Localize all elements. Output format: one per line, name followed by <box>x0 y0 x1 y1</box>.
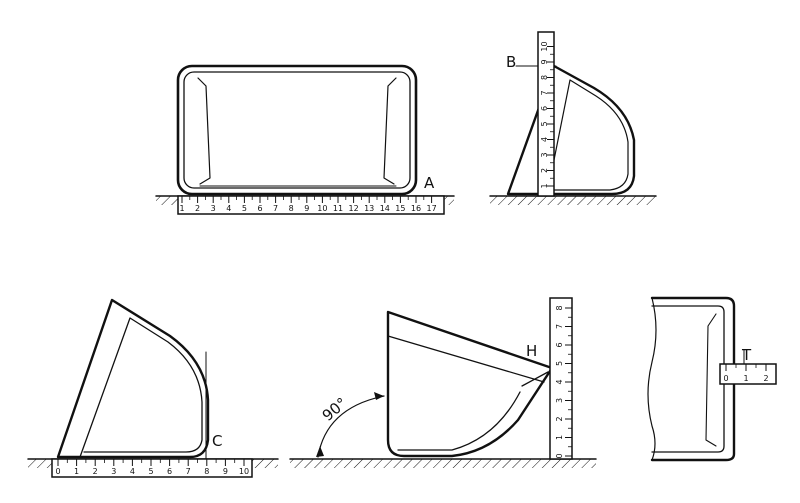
angle-label-h: 90° <box>319 394 351 425</box>
object-profile-b <box>506 64 636 196</box>
ruler-tick-label: 5 <box>540 121 549 126</box>
ruler-tick-label: 15 <box>395 204 405 213</box>
ruler-tick-label: 9 <box>540 59 549 64</box>
ruler-tick-label: 6 <box>167 467 172 476</box>
side-panel-right-a <box>383 77 397 185</box>
figure-t: 0 1 2 T <box>647 296 777 462</box>
ruler-tick-label: 0 <box>723 374 728 383</box>
ruler-tick-label: 3 <box>211 204 216 213</box>
figure-b: 1 2 3 4 5 6 7 8 9 10 B <box>489 31 657 205</box>
figure-c: 0 1 2 3 4 5 6 7 8 9 10 C <box>27 298 279 478</box>
ruler-tick-label: 17 <box>427 204 437 213</box>
ruler-c <box>51 458 253 478</box>
ruler-tick-label: 13 <box>364 204 374 213</box>
ground-hatch-b <box>490 196 656 205</box>
ruler-tick-label: 6 <box>555 342 564 347</box>
ruler-tick-label: 10 <box>540 41 549 51</box>
ruler-tick-label: 11 <box>333 204 343 213</box>
ruler-tick-label: 1 <box>743 374 748 383</box>
ruler-tick-label: 9 <box>223 467 228 476</box>
ruler-tick-label: 12 <box>349 204 359 213</box>
ruler-tick-label: 3 <box>111 467 116 476</box>
ruler-tick-label: 16 <box>411 204 421 213</box>
ruler-tick-label: 7 <box>273 204 278 213</box>
object-section-inner-t <box>651 305 725 453</box>
angle-arrow-h-2 <box>374 392 384 400</box>
ruler-h <box>549 297 573 460</box>
object-profile-inner-h <box>387 335 549 451</box>
ruler-tick-label: 4 <box>226 204 231 213</box>
ruler-tick-label: 0 <box>55 467 60 476</box>
ruler-tick-label: 10 <box>317 204 327 213</box>
ruler-tick-label: 7 <box>186 467 191 476</box>
side-panel-left-a <box>197 77 211 185</box>
ruler-tick-label: 10 <box>239 467 249 476</box>
object-profile-inner-c <box>79 317 203 458</box>
ruler-tick-label: 2 <box>763 374 768 383</box>
inner-panel-t <box>705 313 717 447</box>
ruler-tick-label: 2 <box>195 204 200 213</box>
ruler-tick-label: 8 <box>555 305 564 310</box>
ruler-tick-label: 6 <box>540 106 549 111</box>
ruler-tick-label: 5 <box>555 361 564 366</box>
ruler-tick-label: 4 <box>130 467 135 476</box>
angle-arrow-h <box>316 446 324 457</box>
ruler-tick-label: 4 <box>555 379 564 384</box>
object-outer-a <box>176 64 418 196</box>
ruler-tick-label: 0 <box>555 453 564 458</box>
ruler-t <box>719 363 777 385</box>
ruler-tick-label: 1 <box>74 467 79 476</box>
label-a: A <box>424 174 435 192</box>
object-profile-inner-b <box>547 79 629 191</box>
ruler-tick-label: 8 <box>289 204 294 213</box>
label-h: H <box>526 342 537 360</box>
object-profile-h <box>386 310 554 458</box>
figure-h: 90° 0 1 2 3 4 5 6 7 8 H <box>289 297 597 468</box>
ruler-tick-label: 2 <box>540 168 549 173</box>
ruler-tick-label: 3 <box>555 398 564 403</box>
ruler-tick-label: 5 <box>242 204 247 213</box>
ruler-t-ticks: 0 1 2 <box>723 364 769 383</box>
ruler-tick-label: 2 <box>93 467 98 476</box>
ruler-tick-label: 9 <box>304 204 309 213</box>
object-inner-a <box>183 71 411 189</box>
break-line-t <box>647 297 657 461</box>
ruler-tick-label: 7 <box>555 324 564 329</box>
ruler-tick-label: 1 <box>540 183 549 188</box>
ruler-tick-label: 14 <box>380 204 390 213</box>
ruler-h-ticks: 0 1 2 3 4 5 6 7 8 <box>555 305 572 459</box>
label-b: B <box>506 53 516 71</box>
ruler-tick-label: 1 <box>555 435 564 440</box>
ruler-tick-label: 1 <box>179 204 184 213</box>
ruler-b-ticks: 1 2 3 4 5 6 7 8 9 10 <box>540 41 554 189</box>
ruler-tick-label: 6 <box>257 204 262 213</box>
ruler-c-ticks: 0 1 2 3 4 5 6 7 8 9 10 <box>55 459 249 476</box>
object-profile-c <box>56 298 210 459</box>
ruler-tick-label: 8 <box>204 467 209 476</box>
ruler-tick-label: 4 <box>540 137 549 142</box>
ground-hatch-h <box>290 459 596 468</box>
ruler-tick-label: 8 <box>540 75 549 80</box>
ruler-tick-label: 5 <box>148 467 153 476</box>
ruler-tick-label: 2 <box>555 416 564 421</box>
ruler-tick-label: 7 <box>540 90 549 95</box>
ruler-tick-label: 3 <box>540 152 549 157</box>
label-c: C <box>212 432 222 450</box>
label-t: T <box>741 346 752 364</box>
